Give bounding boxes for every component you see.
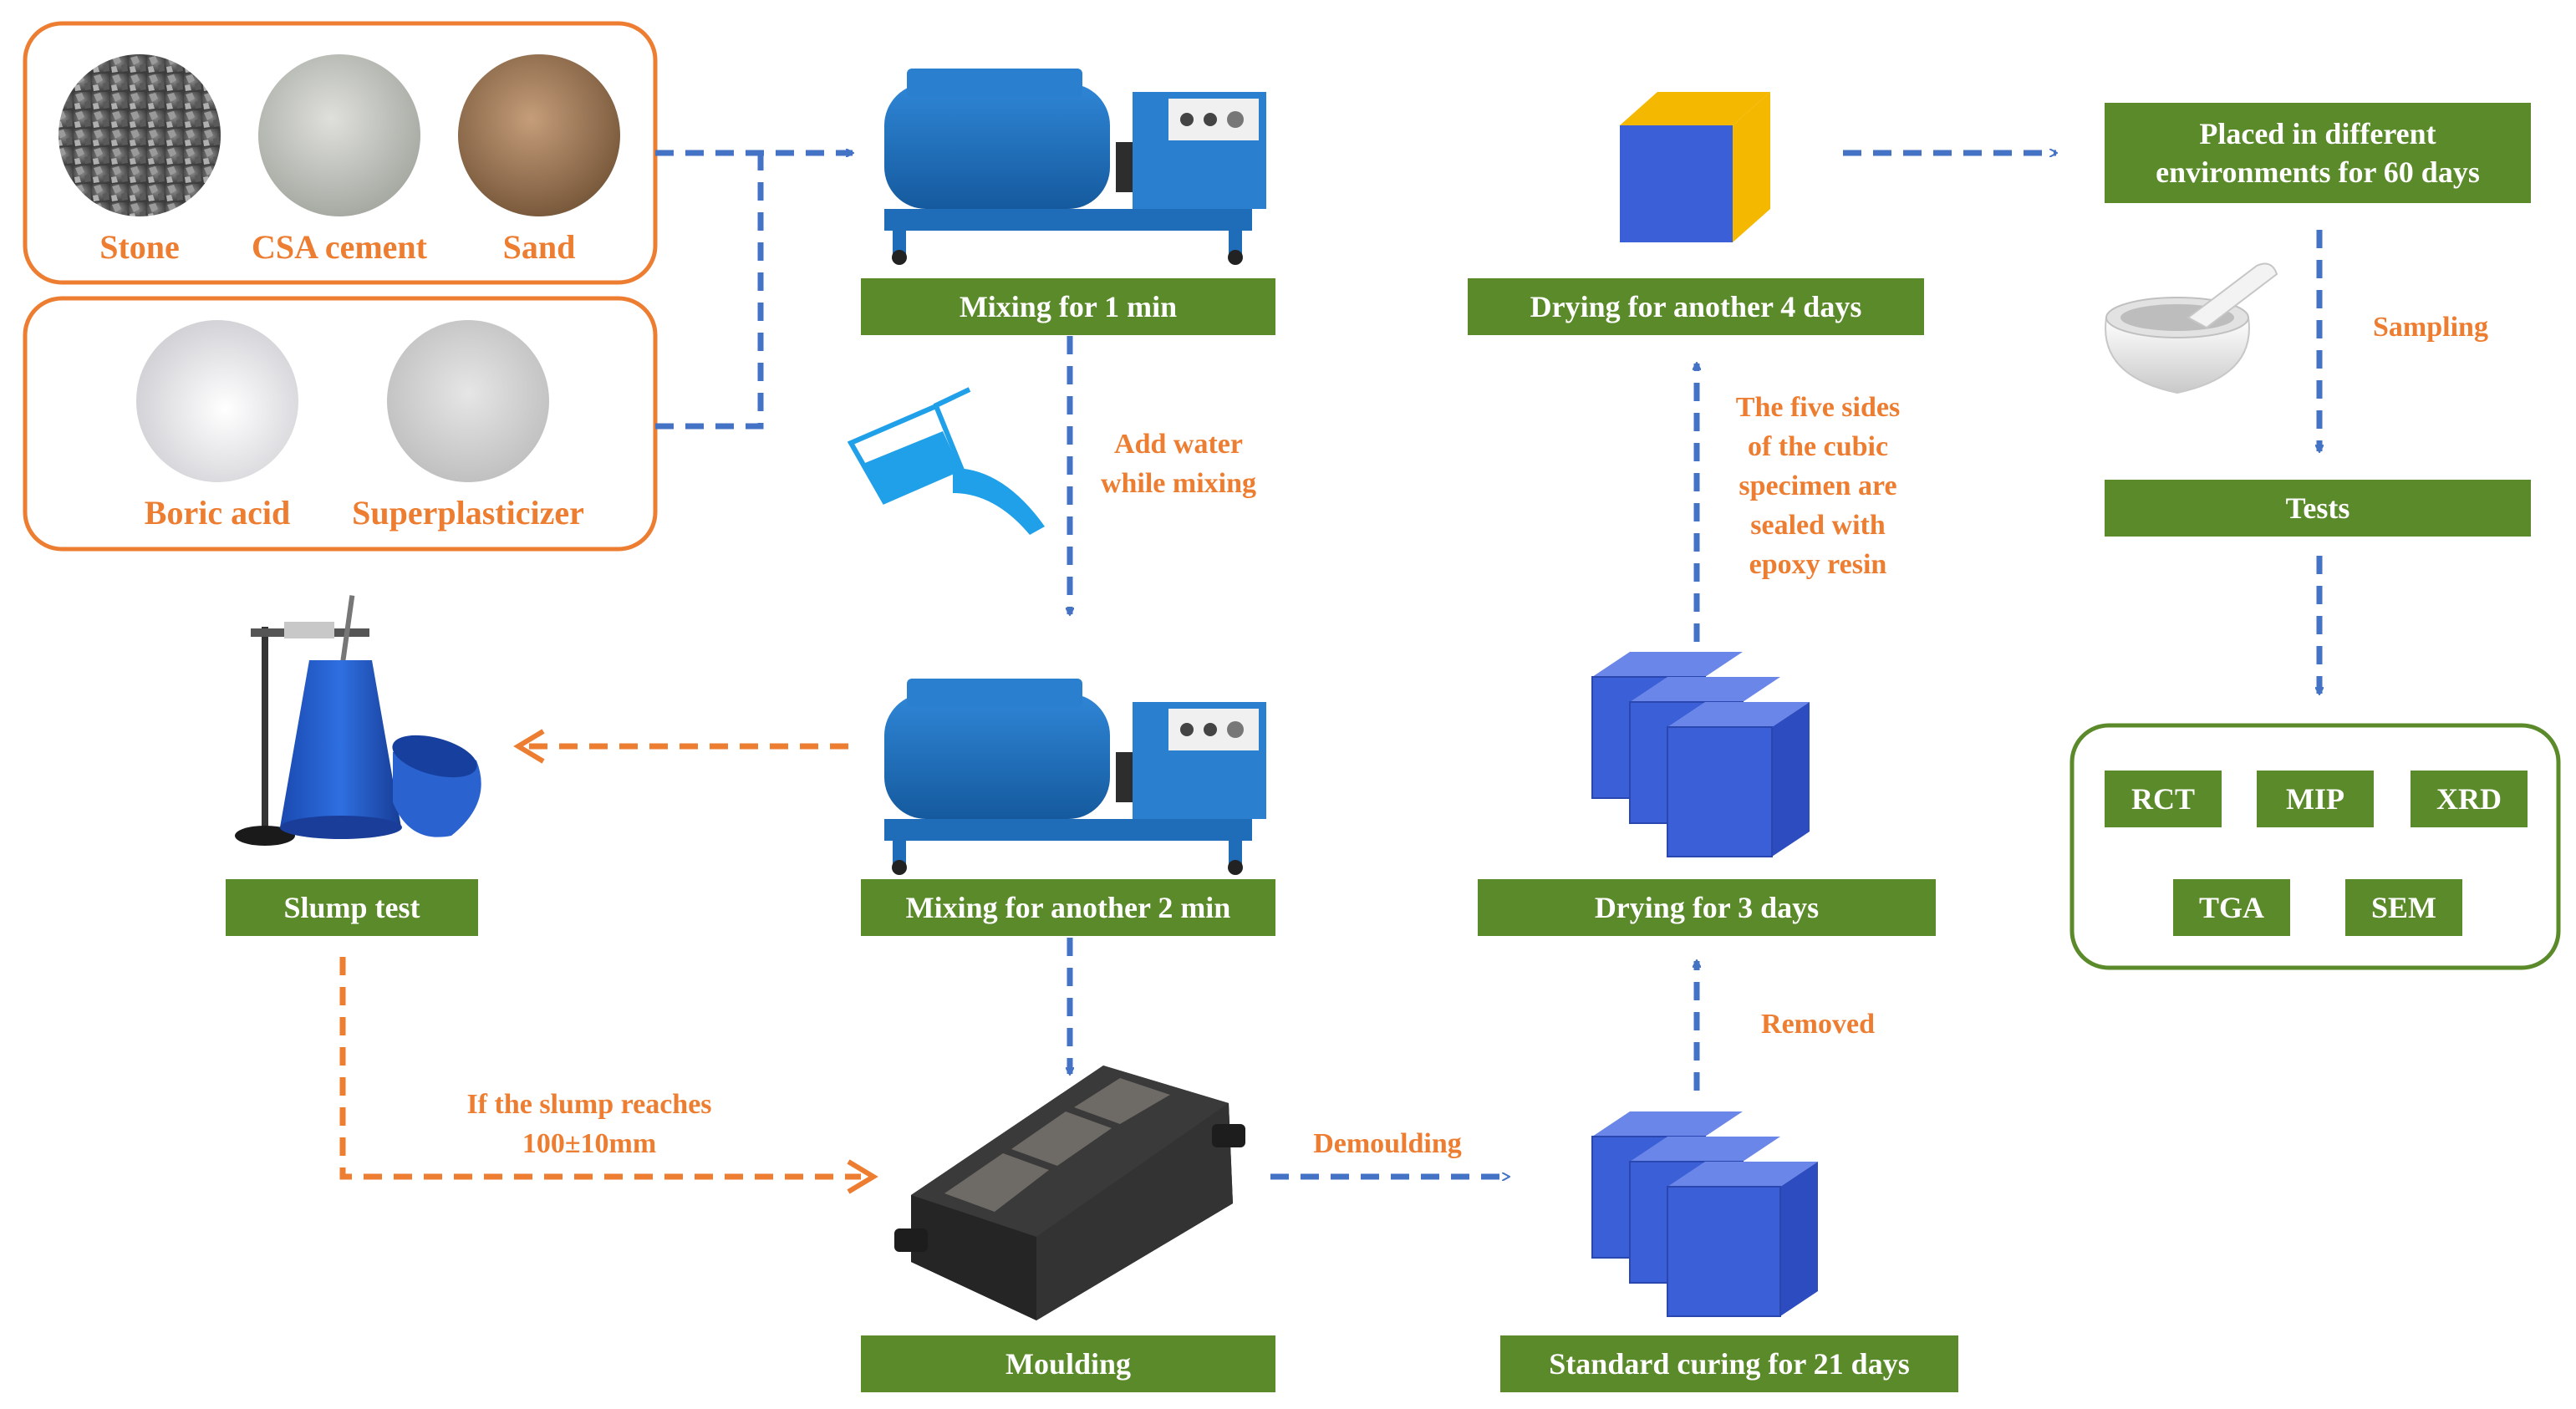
- sand-photo: [458, 54, 620, 216]
- step-slump-test: Slump test: [226, 879, 478, 936]
- tests-group-box: [2069, 723, 2561, 970]
- slump-cone: [235, 595, 481, 846]
- material-label-sand: Sand: [502, 228, 576, 266]
- material-label-csa-cement: CSA cement: [252, 228, 427, 266]
- stone-photo: [59, 54, 221, 216]
- orange-arrows: [339, 729, 878, 1194]
- step-standard-curing: Standard curing for 21 days: [1500, 1335, 1958, 1392]
- annotation-sampling: Sampling: [2373, 312, 2488, 343]
- superplasticizer-photo: [387, 320, 549, 482]
- test-mip: MIP: [2257, 771, 2374, 827]
- test-xrd: XRD: [2411, 771, 2528, 827]
- annotation-slump-condition: If the slump reaches 100±10mm: [466, 1089, 712, 1159]
- mixer-machine-1: [884, 69, 1266, 265]
- step-drying-3-days: Drying for 3 days: [1478, 879, 1936, 936]
- mixer-machine-2: [884, 679, 1266, 875]
- blue-arrows: [655, 153, 2319, 1177]
- cube-stack-curing: [1591, 1111, 1818, 1317]
- step-mixing-another-2-min: Mixing for another 2 min: [861, 879, 1275, 936]
- annotation-epoxy-sealed: The five sides of the cubic specimen are…: [1735, 392, 1901, 580]
- material-label-superplasticizer: Superplasticizer: [352, 494, 584, 532]
- step-tests: Tests: [2105, 480, 2531, 537]
- annotation-demoulding: Demoulding: [1313, 1128, 1462, 1159]
- step-drying-another-4-days: Drying for another 4 days: [1468, 278, 1924, 335]
- step-moulding: Moulding: [861, 1335, 1275, 1392]
- mortar-pestle-icon: [2105, 262, 2278, 394]
- epoxy-sealed-cube: [1620, 92, 1770, 242]
- water-pour-icon: [847, 387, 1045, 535]
- step-mixing-1-min: Mixing for 1 min: [861, 278, 1275, 335]
- test-tga: TGA: [2173, 879, 2290, 936]
- arrow-materials-2-join: [655, 153, 764, 430]
- arrow-slump-to-mould: [339, 957, 861, 1180]
- test-sem: SEM: [2345, 879, 2462, 936]
- annotation-removed: Removed: [1761, 1009, 1875, 1040]
- test-rct: RCT: [2105, 771, 2222, 827]
- material-label-boric-acid: Boric acid: [144, 494, 291, 532]
- cement-photo: [258, 54, 420, 216]
- material-label-stone: Stone: [99, 228, 180, 266]
- cube-stack-drying: [1591, 652, 1810, 857]
- boric-acid-photo: [136, 320, 298, 482]
- cube-mould: [894, 1066, 1245, 1320]
- step-placed-in-environments: Placed in different environments for 60 …: [2105, 103, 2531, 203]
- annotation-add-water: Add water while mixing: [1100, 429, 1257, 499]
